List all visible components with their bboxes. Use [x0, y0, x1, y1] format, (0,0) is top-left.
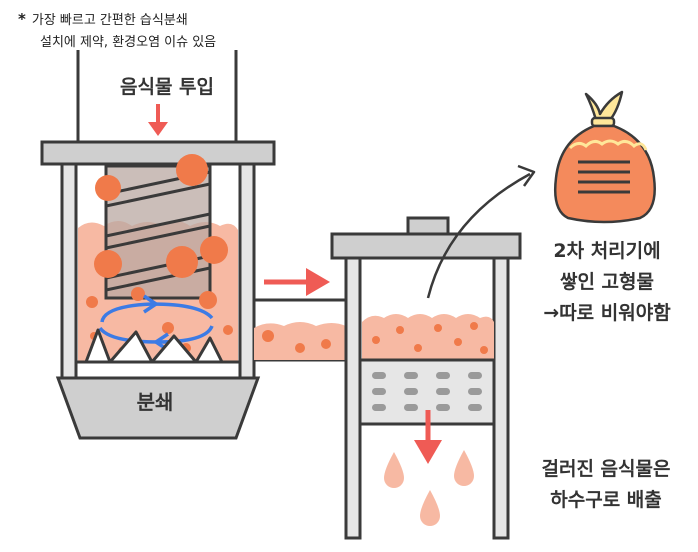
solid-label-line-2: 쌓인 고형물 [559, 271, 654, 293]
solid-residue-label: 2차 처리기에 쌓인 고형물 →따로 비워야함 [522, 236, 692, 329]
note-line-1: 가장 빠르고 간편한 습식분쇄 [31, 13, 188, 28]
filter-holes [372, 372, 482, 411]
pipe-food-chunks [262, 330, 331, 353]
crusher-label: 분쇄 [136, 390, 174, 414]
input-chute [76, 50, 238, 142]
solid-label-line-3: →따로 비워야함 [543, 302, 671, 324]
liquid-droplets [384, 450, 474, 526]
note-asterisk: * [18, 10, 26, 28]
accumulated-solids [362, 314, 494, 360]
auger-screw [104, 164, 212, 300]
waste-bag-icon [554, 90, 656, 224]
drawback-note: * 가장 빠르고 간편한 습식분쇄 설치에 제약, 환경오염 이슈 있음 [18, 8, 216, 54]
liquid-label-line-1: 걸러진 음식물은 [541, 458, 671, 480]
drain-output-label: 걸러진 음식물은 하수구로 배출 [518, 454, 694, 516]
crusher-top-cap [40, 140, 276, 166]
input-down-arrowhead [148, 122, 168, 136]
solid-label-line-1: 2차 처리기에 [553, 240, 661, 262]
empty-out-curved-arrow [426, 172, 531, 299]
flow-right-arrowhead [306, 268, 330, 296]
processor-top-cap [330, 232, 522, 260]
food-chunks [86, 154, 233, 358]
note-line-2: 설치에 제약, 환경오염 이슈 있음 [40, 35, 217, 50]
crusher-blades [84, 328, 224, 364]
pipe-food-flow [254, 322, 346, 360]
liquid-label-line-2: 하수구로 배출 [550, 489, 662, 511]
processor-left-wall [344, 256, 362, 540]
drain-down-arrowhead [414, 440, 442, 464]
food-input-label: 음식물 투입 [119, 76, 214, 98]
crusher-hopper-base [55, 376, 261, 440]
empty-out-arrowhead [517, 164, 536, 187]
crusher-left-wall [60, 162, 78, 380]
processor-right-wall [492, 256, 510, 540]
crusher-right-wall [238, 162, 256, 380]
crusher-floor [74, 360, 242, 380]
solid-chunks [372, 322, 488, 354]
